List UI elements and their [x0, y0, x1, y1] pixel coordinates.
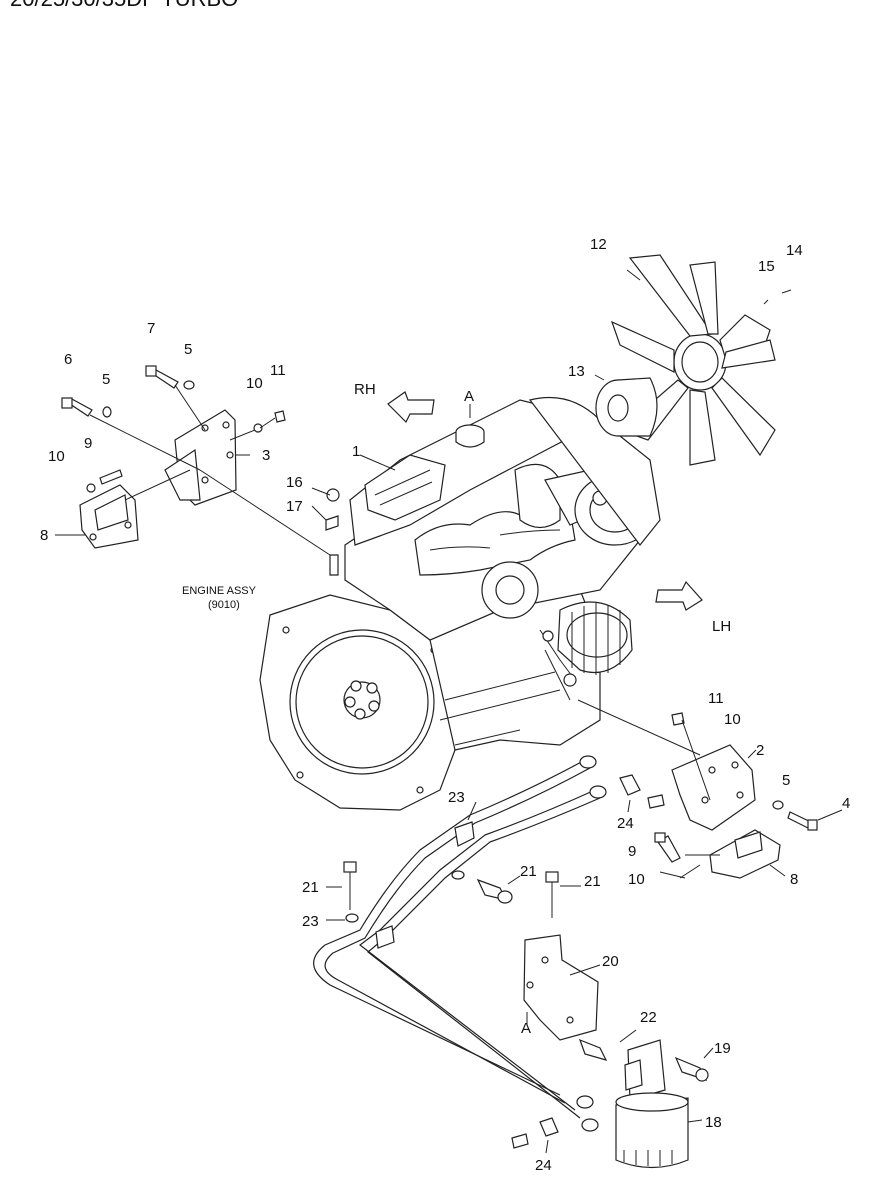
callout-23a: 23	[448, 789, 465, 806]
callout-10d: 10	[628, 871, 645, 888]
callout-7: 7	[147, 320, 155, 337]
oil-cooler-hoses	[313, 755, 665, 1149]
callout-21b: 21	[520, 863, 537, 880]
callout-1: 1	[352, 443, 360, 460]
callout-3: 3	[262, 447, 270, 464]
page-title: 20/25/30/35DF TURBO	[10, 0, 238, 12]
rh-arrow-icon	[387, 391, 435, 424]
callout-10a: 10	[48, 448, 65, 465]
engine-assembly	[259, 396, 661, 811]
callout-23b: 23	[302, 913, 319, 930]
callout-24b: 24	[535, 1157, 552, 1174]
callout-11a: 11	[270, 362, 286, 379]
ref-a-top-label: A	[464, 388, 474, 405]
callout-9b: 9	[628, 843, 636, 860]
rh-mount-brackets	[61, 365, 340, 556]
callout-19: 19	[714, 1040, 731, 1057]
lh-mount-brackets	[577, 699, 818, 879]
callout-8a: 8	[40, 527, 48, 544]
direction-arrows	[387, 391, 703, 611]
callout-5c: 5	[782, 772, 790, 789]
callout-9a: 9	[84, 435, 92, 452]
rh-label: RH	[354, 381, 376, 398]
engine-code-label: (9010)	[208, 599, 240, 611]
callout-2: 2	[756, 742, 764, 759]
callout-13: 13	[568, 363, 585, 380]
callout-17: 17	[286, 498, 303, 515]
callout-18: 18	[705, 1114, 722, 1131]
callout-16: 16	[286, 474, 303, 491]
diagram-labels: ENGINE ASSY (9010) RH LH A A 1 2 3 4 5 5…	[40, 236, 850, 1174]
callout-6: 6	[64, 351, 72, 368]
callout-20: 20	[602, 953, 619, 970]
callout-21a: 21	[302, 879, 319, 896]
callout-5b: 5	[102, 371, 110, 388]
callout-24a: 24	[617, 815, 634, 832]
lh-label: LH	[712, 618, 731, 635]
ref-a-bottom-label: A	[521, 1020, 531, 1037]
callout-10b: 10	[246, 375, 263, 392]
callout-4: 4	[842, 795, 850, 812]
cooling-fan	[595, 254, 776, 466]
lh-arrow-icon	[655, 580, 703, 611]
callout-14: 14	[786, 242, 803, 259]
oil-filter-assembly	[343, 861, 709, 1169]
callout-5a: 5	[184, 341, 192, 358]
callout-8b: 8	[790, 871, 798, 888]
callout-leaders	[55, 269, 843, 1154]
callout-12: 12	[590, 236, 607, 253]
callout-10c: 10	[724, 711, 741, 728]
callout-15: 15	[758, 258, 775, 275]
callout-22: 22	[640, 1009, 657, 1026]
callout-11b: 11	[708, 690, 724, 707]
engine-assy-label: ENGINE ASSY	[182, 585, 257, 597]
callout-21c: 21	[584, 873, 601, 890]
